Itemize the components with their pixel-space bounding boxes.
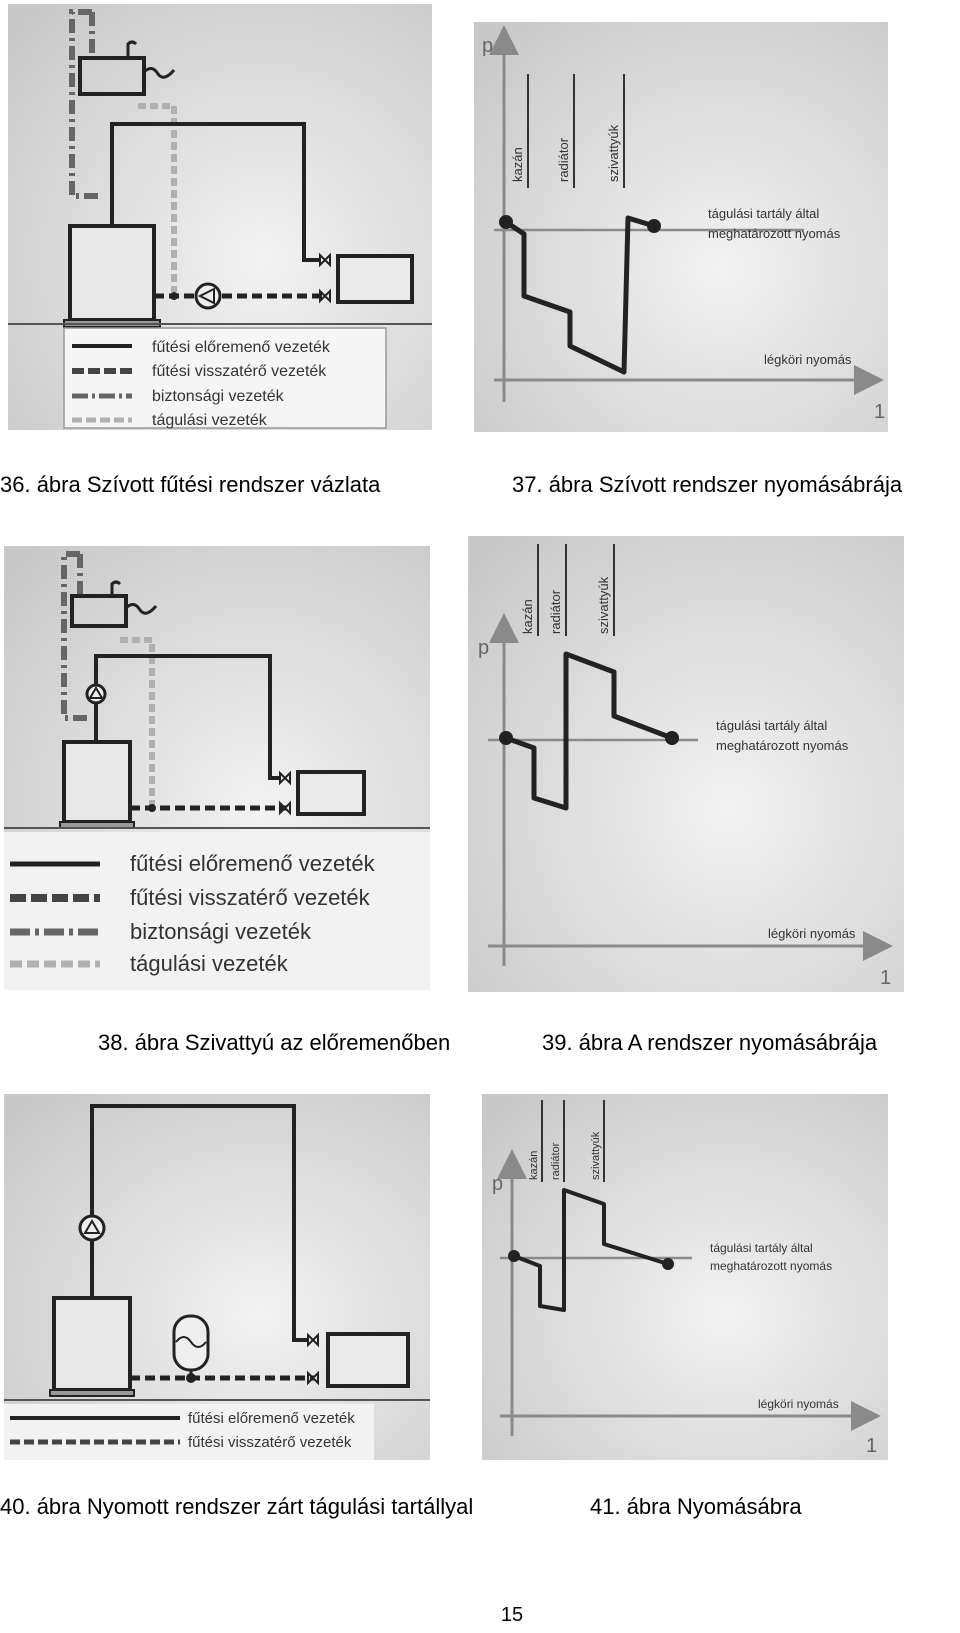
atmospheric-label: légköri nyomás — [768, 926, 856, 941]
valve-icon — [319, 252, 331, 268]
label-boiler: kazán — [510, 147, 525, 182]
tank-label-2: meghatározott nyomás — [716, 738, 849, 753]
x-axis-end: 1 — [866, 1435, 877, 1457]
label-boiler: kazán — [520, 599, 535, 634]
tank-label-1: tágulási tartály által — [708, 206, 819, 221]
pressure-curve — [513, 1188, 669, 1312]
label-radiator: radiátor — [548, 589, 563, 634]
valve-icon — [279, 770, 291, 786]
label-pumps: szivattyúk — [590, 1131, 602, 1180]
x-axis-end: 1 — [880, 967, 891, 989]
p-axis-label: p — [482, 35, 493, 57]
forward-line — [110, 122, 320, 262]
tank-label-1: tágulási tartály által — [710, 1241, 813, 1255]
legend-safety: biztonsági vezeték — [152, 388, 285, 405]
radiator — [296, 770, 366, 816]
label-pumps: szivattyúk — [606, 124, 621, 182]
tank-label-2: meghatározott nyomás — [708, 226, 841, 241]
expansion-vessel — [78, 56, 146, 96]
label-pumps: szivattyúk — [596, 576, 611, 634]
label-radiator: radiátor — [556, 137, 571, 182]
legend-safety: biztonsági vezeték — [130, 919, 312, 944]
page-number: 15 — [500, 1604, 524, 1626]
pressure-curve — [505, 651, 673, 811]
legend-expansion: tágulási vezeték — [152, 412, 268, 429]
fig39-pressure-diagram: p 1 kazán radiátor szivattyúk tágulási t… — [468, 536, 904, 992]
caption-fig36: 36. ábra Szívott fűtési rendszer vázlata — [0, 472, 381, 497]
boiler — [52, 1296, 132, 1392]
fig40-schematic: fűtési előremenő vezeték fűtési visszaté… — [4, 1094, 430, 1460]
legend-forward: fűtési előremenő vezeték — [130, 851, 376, 876]
p-axis-label: p — [492, 1173, 503, 1195]
label-boiler: kazán — [528, 1151, 540, 1180]
atmospheric-label: légköri nyomás — [758, 1397, 839, 1411]
tank-label-1: tágulási tartály által — [716, 718, 827, 733]
tank-label-2: meghatározott nyomás — [710, 1259, 832, 1273]
fig38-schematic: fűtési előremenő vezeték fűtési visszaté… — [4, 546, 430, 990]
legend-forward: fűtési előremenő vezeték — [188, 1410, 355, 1427]
radiator — [336, 254, 414, 304]
x-axis-end: 1 — [874, 401, 885, 423]
pressure-curve — [504, 215, 655, 375]
legend-expansion: tágulási vezeték — [130, 951, 289, 976]
fig36-schematic: fűtési előremenő vezeték fűtési visszaté… — [8, 4, 432, 430]
atmospheric-label: légköri nyomás — [764, 352, 852, 367]
boiler — [62, 740, 132, 824]
boiler — [68, 224, 156, 322]
caption-fig37: 37. ábra Szívott rendszer nyomásábrája — [512, 472, 903, 497]
forward-line — [90, 1104, 308, 1342]
fig37-pressure-diagram: p 1 kazán radiátor szivattyúk tágulási t… — [474, 22, 888, 432]
safety-line — [61, 551, 92, 721]
p-axis-label: p — [478, 637, 489, 659]
expansion-vessel — [70, 594, 128, 628]
expansion-line — [138, 103, 177, 292]
expansion-line — [120, 637, 155, 808]
caption-fig40: 40. ábra Nyomott rendszer zárt tágulási … — [0, 1494, 474, 1519]
label-radiator: radiátor — [550, 1142, 562, 1180]
fig41-pressure-diagram: p 1 kazán radiátor szivattyúk tágulási t… — [482, 1094, 888, 1460]
caption-fig41: 41. ábra Nyomásábra — [590, 1494, 802, 1519]
legend-return: fűtési visszatérő vezeték — [152, 363, 327, 380]
safety-line — [69, 9, 103, 199]
legend-return: fűtési visszatérő vezeték — [188, 1434, 352, 1451]
legend-forward: fűtési előremenő vezeték — [152, 339, 331, 356]
valve-icon — [307, 1332, 319, 1348]
caption-fig38: 38. ábra Szivattyú az előremenőben — [98, 1030, 451, 1055]
legend-return: fűtési visszatérő vezeték — [130, 885, 371, 910]
caption-fig39: 39. ábra A rendszer nyomásábrája — [542, 1030, 878, 1055]
radiator — [326, 1332, 410, 1388]
